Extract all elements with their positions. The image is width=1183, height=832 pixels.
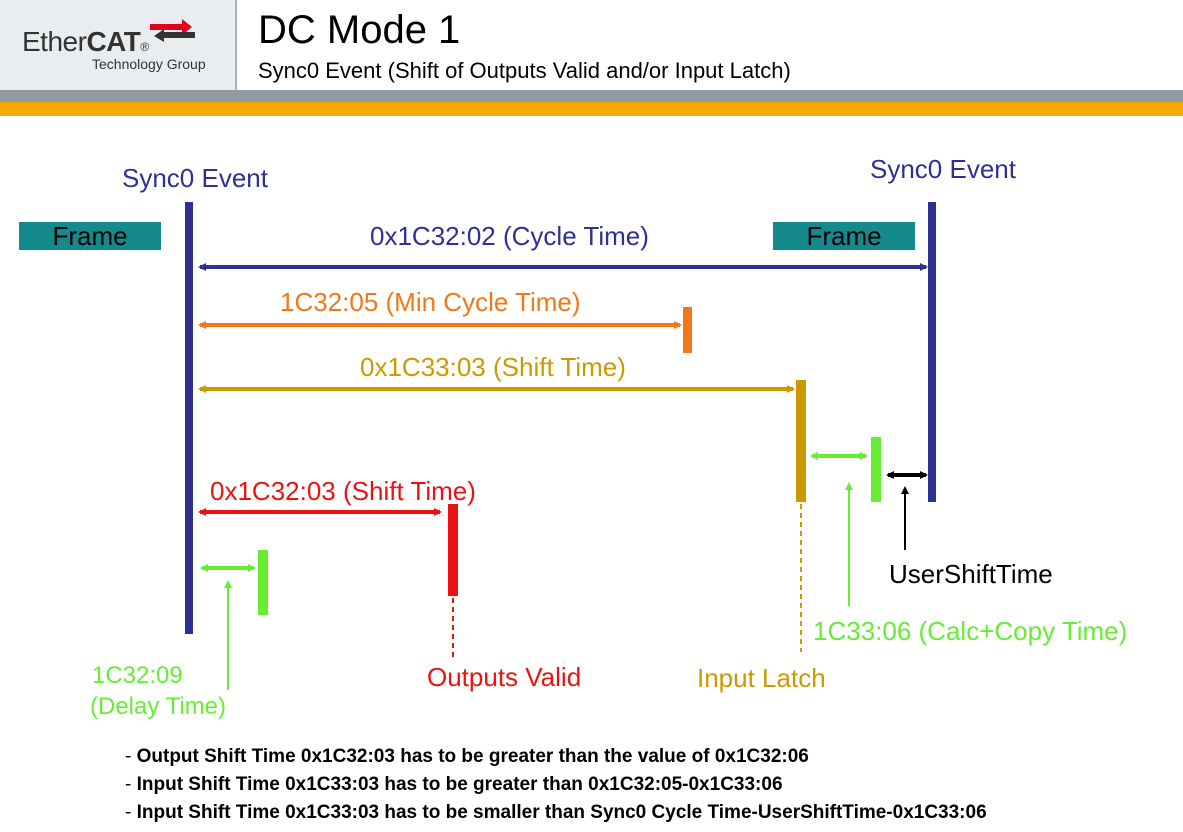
output-shift-time-label: 0x1C32:03 (Shift Time)	[210, 476, 476, 506]
page-subtitle: Sync0 Event (Shift of Outputs Valid and/…	[258, 58, 791, 83]
logo-arrows-icon	[150, 19, 195, 42]
note-text: Input Shift Time 0x1C33:03 has to be gre…	[136, 774, 783, 795]
logo-wordmark: EtherCAT®	[22, 26, 149, 58]
frame-left-box: Frame	[19, 222, 161, 250]
min-cycle-time-label: 1C32:05 (Min Cycle Time)	[280, 287, 581, 317]
constraint-notes: - Output Shift Time 0x1C32:03 has to be …	[125, 743, 987, 827]
slide-header: EtherCAT® Technology Group DC Mode 1 Syn…	[0, 0, 1183, 118]
calc-copy-time-label: 1C33:06 (Calc+Copy Time)	[813, 616, 1128, 646]
page-title: DC Mode 1	[258, 8, 461, 52]
note-dash: -	[125, 774, 137, 795]
input-latch-label: Input Latch	[697, 663, 826, 693]
header-orange-band	[0, 102, 1183, 116]
sync0-left-line	[185, 202, 193, 634]
calc-copy-time-marker	[871, 437, 881, 502]
logo-registered-mark: ®	[140, 40, 149, 54]
input-shift-time-label: 0x1C33:03 (Shift Time)	[360, 352, 626, 382]
sync0-right-label: Sync0 Event	[870, 154, 1016, 184]
header-grey-band	[0, 90, 1183, 102]
header-divider	[235, 0, 237, 116]
logo-text-main: Ether	[22, 26, 87, 57]
note-item: - Output Shift Time 0x1C32:03 has to be …	[125, 743, 987, 771]
delay-time-label-line1: 1C32:09	[92, 662, 183, 689]
note-text: Input Shift Time 0x1C33:03 has to be sma…	[136, 802, 987, 823]
note-text: Output Shift Time 0x1C32:03 has to be gr…	[136, 746, 809, 767]
min-cycle-time-marker	[683, 307, 692, 353]
note-dash: -	[125, 802, 137, 823]
logo-subtext: Technology Group	[92, 56, 206, 72]
outputs-valid-marker	[448, 504, 458, 596]
sync0-right-line	[928, 202, 936, 502]
cycle-time-label: 0x1C32:02 (Cycle Time)	[370, 221, 649, 251]
note-item: - Input Shift Time 0x1C33:03 has to be g…	[125, 771, 987, 799]
frame-right-box: Frame	[773, 222, 915, 250]
logo-text-bold: CAT	[86, 26, 141, 57]
note-item: - Input Shift Time 0x1C33:03 has to be s…	[125, 799, 987, 827]
input-latch-marker	[796, 380, 806, 502]
outputs-valid-label: Outputs Valid	[427, 662, 582, 692]
ethercat-logo: EtherCAT® Technology Group	[0, 0, 235, 90]
delay-time-marker	[258, 550, 268, 615]
user-shift-time-label: UserShiftTime	[889, 559, 1053, 589]
note-dash: -	[125, 746, 137, 767]
sync0-left-label: Sync0 Event	[122, 163, 268, 193]
delay-time-label-line2: (Delay Time)	[90, 693, 227, 720]
